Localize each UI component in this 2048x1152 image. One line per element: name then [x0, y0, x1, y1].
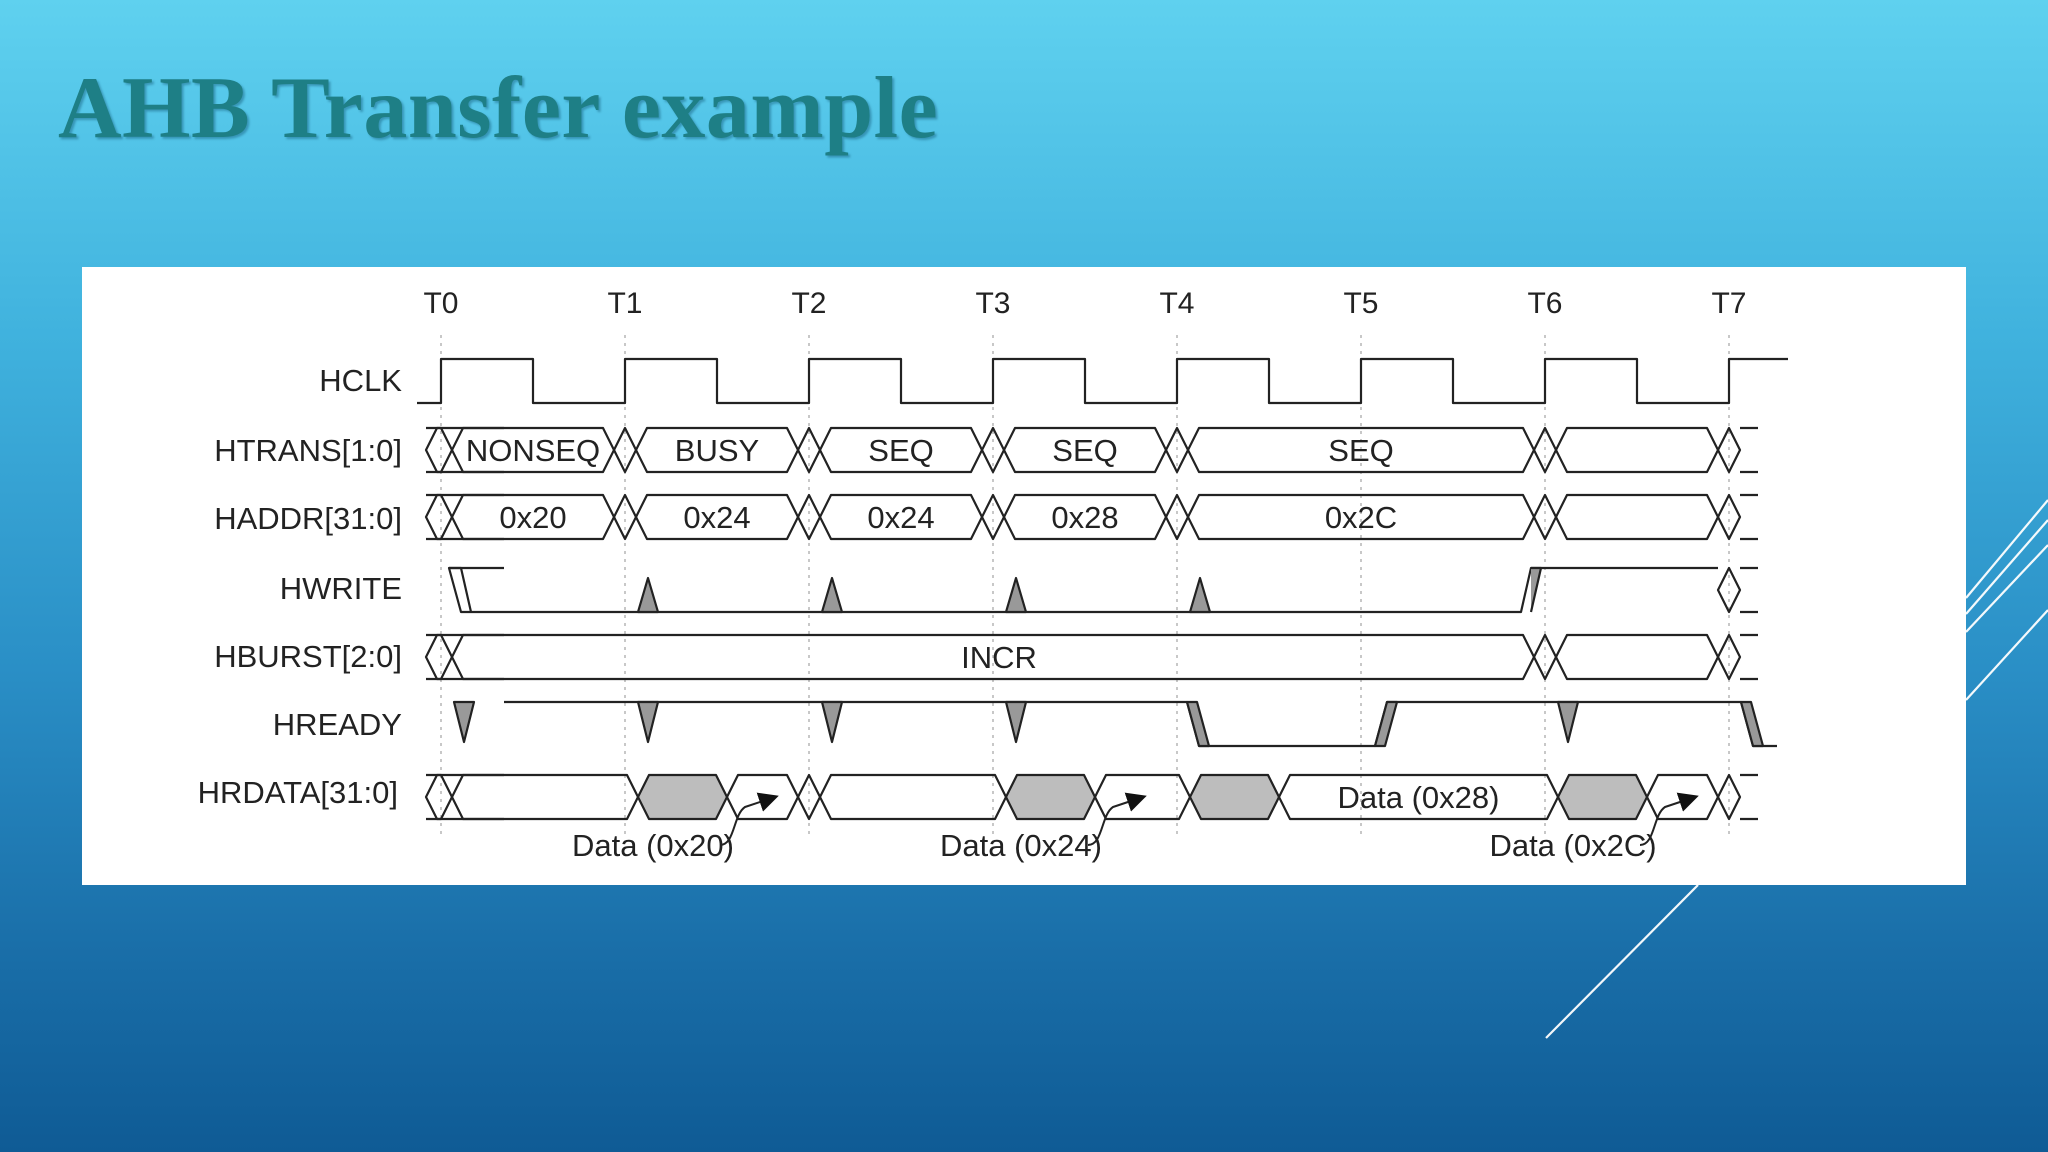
hburst-segment-idle — [1554, 633, 1720, 681]
hwrite-glitch-2 — [820, 576, 844, 614]
tick-label-t7: T7 — [1711, 287, 1746, 320]
hburst-tail — [1740, 633, 1758, 681]
hrdata-annotation-0: Data (0x20) — [572, 828, 734, 863]
htrans-tail — [1740, 426, 1758, 474]
htrans-segment-idle — [1554, 426, 1720, 474]
hrdata-dont-care-2 — [796, 773, 822, 821]
hrdata-value-0x28: Data (0x28) — [1338, 780, 1500, 815]
haddr-dont-care-1 — [612, 493, 638, 541]
haddr-dont-care-6 — [1532, 493, 1558, 541]
hwrite-tail — [1740, 566, 1758, 614]
tick-label-t1: T1 — [607, 287, 642, 320]
hrdata-data-0x24 — [1004, 773, 1097, 821]
hburst-dont-care-0 — [424, 633, 454, 681]
htrans-value-2: SEQ — [868, 433, 933, 468]
tick-label-t6: T6 — [1527, 287, 1562, 320]
haddr-value-1: 0x24 — [683, 500, 750, 535]
htrans-dont-care-0 — [424, 426, 454, 474]
timing-diagram-panel: T0 T1 T2 T3 T4 T5 T6 T7 HCLK HTRANS[1:0]… — [82, 267, 1966, 885]
haddr-lead — [426, 493, 504, 541]
htrans-value-3: SEQ — [1052, 433, 1117, 468]
hwrite-rise-edge — [1529, 566, 1543, 613]
annotation-arrow-0 — [719, 792, 779, 846]
hrdata-dont-care-0 — [424, 773, 454, 821]
hready-glitch-6 — [1556, 700, 1580, 744]
haddr-value-4: 0x2C — [1325, 500, 1397, 535]
signal-label-htrans: HTRANS[1:0] — [214, 433, 402, 468]
haddr-dont-care-0 — [424, 493, 454, 541]
haddr-segment-1 — [634, 493, 800, 541]
annotation-arrow-2 — [1639, 792, 1699, 846]
haddr-dont-care-7 — [1716, 493, 1742, 541]
hrdata-data-0x2c — [1556, 773, 1649, 821]
hrdata-data-0x20 — [636, 773, 729, 821]
hrdata-dont-care-7 — [1716, 773, 1742, 821]
hready-glitch-2 — [820, 700, 844, 744]
hready-fall-edge-t7 — [1739, 700, 1765, 748]
hrdata-segment-4 — [1645, 773, 1720, 821]
htrans-value-0: NONSEQ — [466, 433, 600, 468]
signal-label-hclk: HCLK — [319, 363, 402, 398]
haddr-value-3: 0x28 — [1051, 500, 1118, 535]
tick-label-t3: T3 — [975, 287, 1010, 320]
tick-label-t0: T0 — [423, 287, 458, 320]
hready-glitch-0 — [452, 700, 476, 744]
hready-waveform — [504, 700, 1777, 748]
timing-diagram: T0 T1 T2 T3 T4 T5 T6 T7 HCLK HTRANS[1:0]… — [198, 287, 1788, 863]
signal-label-hburst: HBURST[2:0] — [214, 639, 402, 674]
hburst-value: INCR — [961, 640, 1037, 675]
hrdata-lead — [426, 773, 504, 821]
haddr-segment-0 — [450, 493, 616, 541]
hready-glitch-3 — [1004, 700, 1028, 744]
haddr-value-2: 0x24 — [867, 500, 934, 535]
slide-title: AHB Transfer example — [58, 60, 939, 157]
hready-fall-edge — [1185, 700, 1211, 748]
tick-label-t4: T4 — [1159, 287, 1194, 320]
haddr-dont-care-3 — [980, 493, 1006, 541]
hwrite-glitch-3 — [1004, 576, 1028, 614]
hwrite-glitch-1 — [636, 576, 660, 614]
htrans-value-4: SEQ — [1328, 433, 1393, 468]
hrdata-segment-1 — [725, 773, 800, 821]
signal-label-hwrite: HWRITE — [280, 571, 402, 606]
haddr-tail — [1740, 493, 1758, 541]
htrans-dont-care-7 — [1716, 426, 1742, 474]
htrans-segment-0 — [450, 426, 616, 474]
haddr-segment-2 — [818, 493, 984, 541]
hrdata-busy-block — [1188, 773, 1281, 821]
annotation-arrow-1 — [1087, 792, 1147, 846]
hrdata-annotation-1: Data (0x24) — [940, 828, 1102, 863]
signal-label-hrdata: HRDATA[31:0] — [198, 775, 398, 810]
haddr-dont-care-4 — [1164, 493, 1190, 541]
haddr-dont-care-2 — [796, 493, 822, 541]
hready-rise-edge — [1373, 700, 1399, 748]
signal-label-haddr: HADDR[31:0] — [214, 501, 402, 536]
htrans-segment-1 — [634, 426, 800, 474]
signal-label-hready: HREADY — [273, 707, 402, 742]
hrdata-annotation-2: Data (0x2C) — [1489, 828, 1656, 863]
hready-glitch-1 — [636, 700, 660, 744]
haddr-value-0: 0x20 — [499, 500, 566, 535]
hclk-waveform — [417, 357, 1788, 405]
tick-label-t5: T5 — [1343, 287, 1378, 320]
hwrite-fall-edge — [449, 566, 473, 613]
haddr-segment-3 — [1002, 493, 1168, 541]
hburst-dont-care-7 — [1716, 633, 1742, 681]
htrans-segment-2 — [818, 426, 984, 474]
haddr-segment-idle — [1554, 493, 1720, 541]
tick-label-t2: T2 — [791, 287, 826, 320]
hrdata-tail — [1740, 773, 1758, 821]
htrans-segment-3 — [1002, 426, 1168, 474]
hrdata-segment-0 — [450, 773, 640, 821]
hburst-lead — [426, 633, 504, 681]
hwrite-glitch-4 — [1188, 576, 1212, 614]
htrans-value-1: BUSY — [675, 433, 759, 468]
hrdata-segment-2 — [818, 773, 1008, 821]
hwrite-dont-care-7 — [1716, 566, 1742, 614]
